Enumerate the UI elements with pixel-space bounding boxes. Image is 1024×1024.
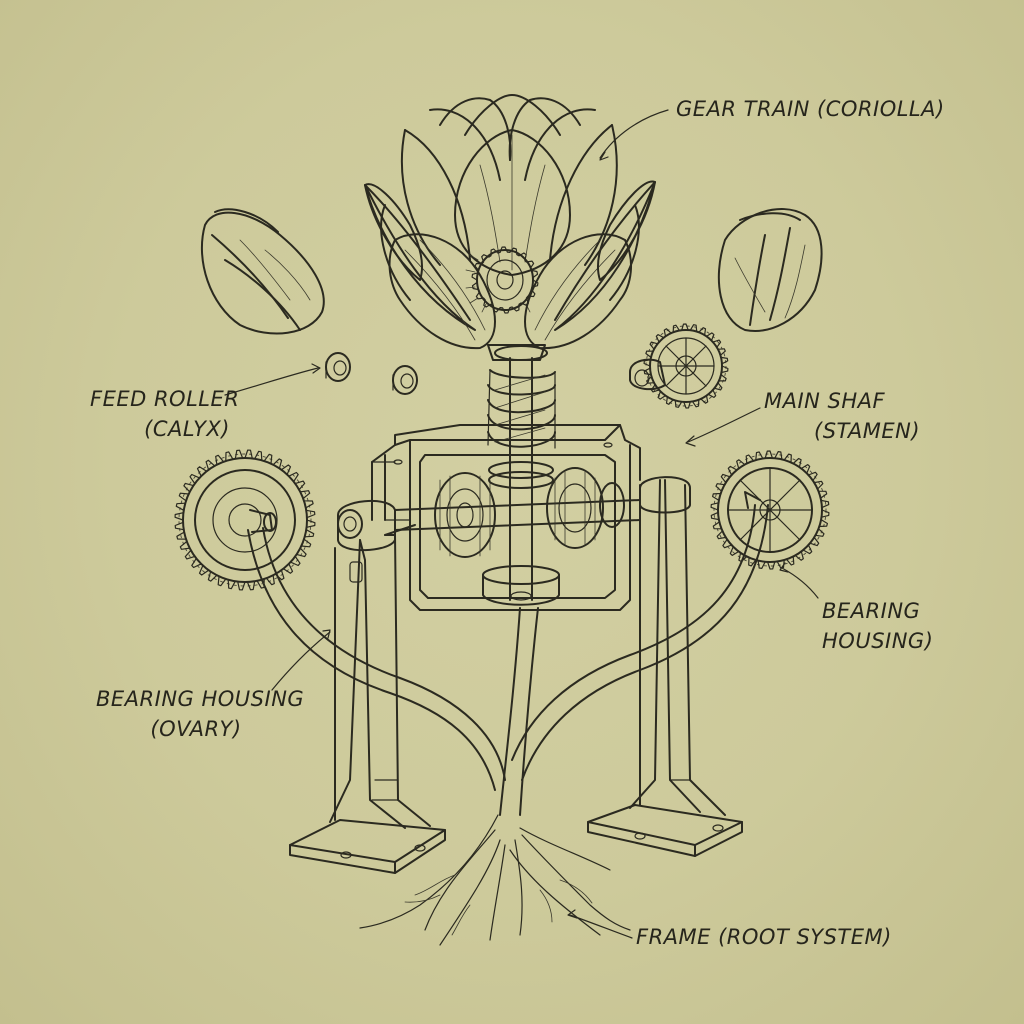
left-drive-gear [178,453,312,587]
label-feed-roller: FEED ROLLER (CALYX) [90,384,240,444]
label-bearing-housing-left: BEARING HOUSING (OVARY) [96,684,305,744]
root-system [359,814,631,946]
corolla-flower [364,94,656,361]
leader-lines [224,109,819,939]
left-seed-pod [200,208,325,335]
label-bearing-right-line2: HOUSING) [822,629,934,653]
label-main-shaft-line2: (STAMEN) [814,419,921,443]
label-frame: FRAME (ROOT SYSTEM) [636,925,892,949]
small-gear-teeth [643,323,729,409]
label-main-shaft-line1: MAIN SHAF [764,389,886,413]
label-bearing-housing-right: BEARING HOUSING) [822,596,933,656]
right-gear-teeth [710,450,830,570]
label-bearing-left-line2: (OVARY) [150,717,242,741]
right-seed-pod [717,208,823,332]
label-gear-train: GEAR TRAIN (CORIOLLA) [676,97,945,121]
right-drive-gear [713,453,827,567]
label-feed-roller-line1: FEED ROLLER [90,387,240,411]
flower-gear-teeth [471,246,539,314]
label-bearing-left-line1: BEARING HOUSING [96,687,305,711]
label-bearing-right-line1: BEARING [822,599,921,623]
left-gear-teeth [174,449,316,591]
label-feed-roller-line2: (CALYX) [144,417,230,441]
right-pedestal [587,476,743,857]
horizontal-shaft [394,467,641,558]
label-main-shaft: MAIN SHAF (STAMEN) [764,386,920,446]
vertical-shaft [482,345,560,606]
gearbox-frame [371,424,641,611]
